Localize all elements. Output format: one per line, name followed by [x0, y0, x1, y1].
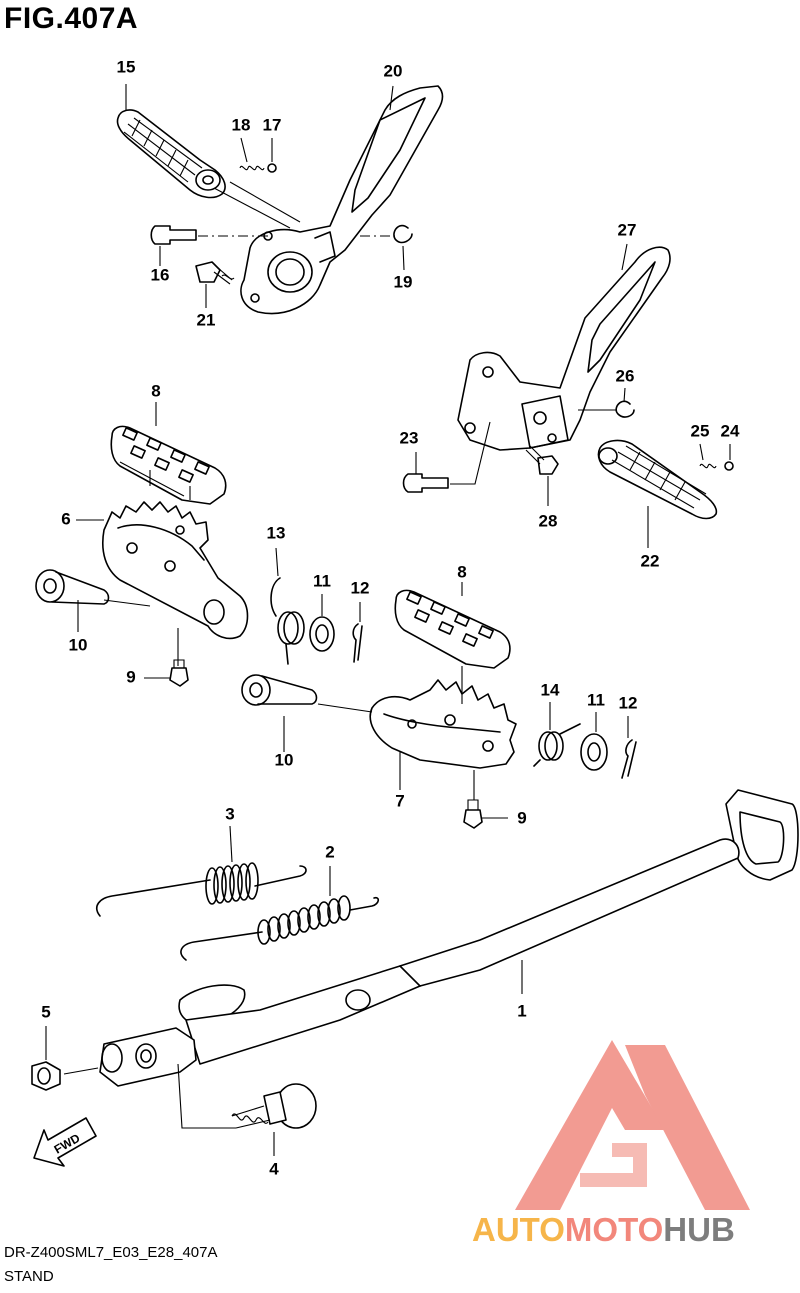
callout-11-upper: 11: [313, 571, 331, 590]
callout-8-lower: 8: [457, 562, 466, 581]
bolt-21: [195, 261, 235, 285]
callout-4: 4: [269, 1159, 279, 1178]
spring-18: [239, 165, 265, 171]
callout-19: 19: [394, 272, 413, 291]
watermark-moto: MOTO: [565, 1211, 663, 1248]
stand-spring-2: [180, 895, 380, 961]
washer-11-lower: [580, 733, 608, 771]
stand-spring-3: [96, 862, 307, 917]
callout-28: 28: [539, 511, 558, 530]
callout-11-lower: 11: [587, 690, 605, 709]
callout-24: 24: [721, 421, 740, 440]
callout-27: 27: [618, 220, 637, 239]
fwd-arrow-icon: FWD: [33, 1117, 97, 1167]
callout-10-upper: 10: [69, 635, 88, 654]
callout-13: 13: [267, 523, 286, 542]
clip-19: [393, 224, 413, 244]
callout-10-lower: 10: [275, 750, 294, 769]
spring-13: [270, 577, 305, 665]
callout-9-upper: 9: [126, 667, 135, 686]
footrest-7: [369, 679, 517, 769]
callout-14: 14: [541, 680, 560, 699]
passenger-footrest-bracket-right: [457, 246, 671, 451]
callout-23: 23: [400, 428, 419, 447]
ball-24: [724, 461, 734, 471]
passenger-footrest-bracket-left: [240, 85, 444, 315]
bolt-4: [231, 1083, 317, 1129]
callout-21: 21: [197, 310, 216, 329]
pin-23: [402, 473, 449, 493]
spring-14: [533, 723, 581, 767]
spring-25: [699, 463, 717, 469]
cotter-pin-12-lower: [621, 739, 637, 779]
callout-2: 2: [325, 842, 334, 861]
callout-7: 7: [395, 791, 404, 810]
callout-numbers: 15 18 17 20 16 19 21 27 8 26 23 25 24 28…: [41, 57, 740, 1178]
callout-18: 18: [232, 115, 251, 134]
watermark-auto: AUTO: [472, 1211, 565, 1248]
bolt-28: [525, 445, 559, 475]
callout-15: 15: [117, 57, 136, 76]
callout-26: 26: [616, 366, 635, 385]
callout-22: 22: [641, 551, 660, 570]
pin-10-right: [241, 674, 318, 706]
watermark-text: AUTOMOTOHUB: [472, 1211, 735, 1248]
callout-17: 17: [263, 115, 282, 134]
bolt-9-lower: [463, 799, 483, 829]
passenger-footrest-peg-left: [116, 109, 226, 199]
footrest-rubber-8-lower: [394, 589, 511, 669]
callout-9-lower: 9: [517, 808, 526, 827]
callout-20: 20: [384, 61, 403, 80]
footrest-rubber-8-upper: [110, 425, 227, 505]
callout-12-upper: 12: [351, 578, 370, 597]
callout-6: 6: [61, 509, 70, 528]
callout-3: 3: [225, 804, 234, 823]
callout-16: 16: [151, 265, 170, 284]
callout-25: 25: [691, 421, 710, 440]
bolt-9-upper: [169, 659, 189, 687]
diagram-caption: STAND: [4, 1268, 54, 1285]
diagram-code: DR-Z400SML7_E03_E28_407A: [4, 1244, 218, 1261]
callout-12-lower: 12: [619, 693, 638, 712]
figure-title: FIG.407A: [4, 2, 139, 35]
pin-10-left: [35, 569, 110, 605]
callout-5: 5: [41, 1002, 50, 1021]
ball-17: [267, 163, 277, 173]
watermark-logo: [515, 1040, 750, 1210]
cotter-pin-12-upper: [352, 623, 363, 663]
washer-11-upper: [309, 616, 335, 652]
clip-26: [615, 400, 635, 418]
callout-8-upper: 8: [151, 381, 160, 400]
nut-5: [31, 1061, 61, 1091]
watermark-hub: HUB: [663, 1211, 735, 1248]
callout-1: 1: [517, 1001, 526, 1020]
passenger-footrest-peg-right: [597, 439, 718, 520]
side-stand-1: [99, 789, 799, 1087]
footrest-6: [102, 501, 249, 640]
pin-16: [150, 225, 197, 245]
